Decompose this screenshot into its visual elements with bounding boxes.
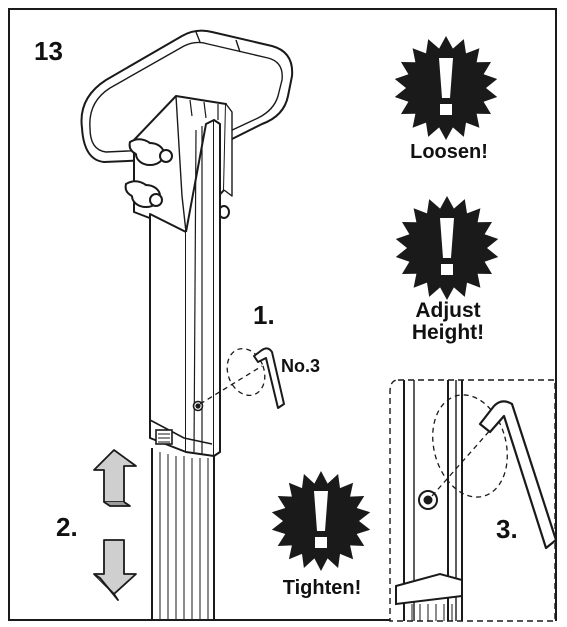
warning-adjust-line2: Height! — [411, 321, 485, 345]
tool-size-label: No.3 — [281, 356, 321, 376]
sub-step-3-label: 3. — [496, 514, 518, 544]
exclamation-bar — [440, 218, 454, 258]
hex-key-icon — [253, 347, 285, 409]
hex-key-zoom-icon — [478, 400, 558, 550]
warning-adjust-line1: Adjust — [415, 299, 481, 322]
clamp-knob-lower — [124, 180, 230, 219]
motion-guide — [199, 347, 266, 405]
lower-column — [151, 448, 215, 621]
zoom-detail-panel — [389, 379, 558, 622]
seat-pad — [80, 29, 294, 163]
up-arrow-icon — [93, 449, 137, 507]
exclamation-dot — [440, 104, 452, 115]
down-arrow-icon — [93, 539, 137, 601]
clamp-knob-upper — [128, 138, 173, 166]
step-number: 13 — [34, 36, 63, 66]
exclamation-bar — [439, 58, 453, 98]
warning-loosen-text: Loosen! — [410, 141, 488, 163]
outer-tube — [149, 119, 221, 457]
warning-tighten: Tighten! — [262, 578, 382, 599]
exclamation-dot — [315, 537, 327, 548]
exclamation-starburst-icon-adjust — [395, 196, 499, 300]
sub-step-2-label: 2. — [56, 512, 78, 542]
exclamation-dot — [441, 264, 453, 275]
page-frame — [8, 8, 557, 621]
exclamation-starburst-icon-tighten — [271, 471, 371, 571]
warning-tighten-text: Tighten! — [282, 577, 362, 599]
tube-slot — [149, 400, 213, 445]
sub-step-1-label: 1. — [253, 300, 275, 330]
exclamation-starburst-icon-loosen — [394, 36, 498, 140]
warning-loosen: Loosen! — [384, 142, 514, 163]
warning-adjust-height: Adjust Height! — [388, 299, 508, 345]
exclamation-bar — [314, 491, 328, 531]
